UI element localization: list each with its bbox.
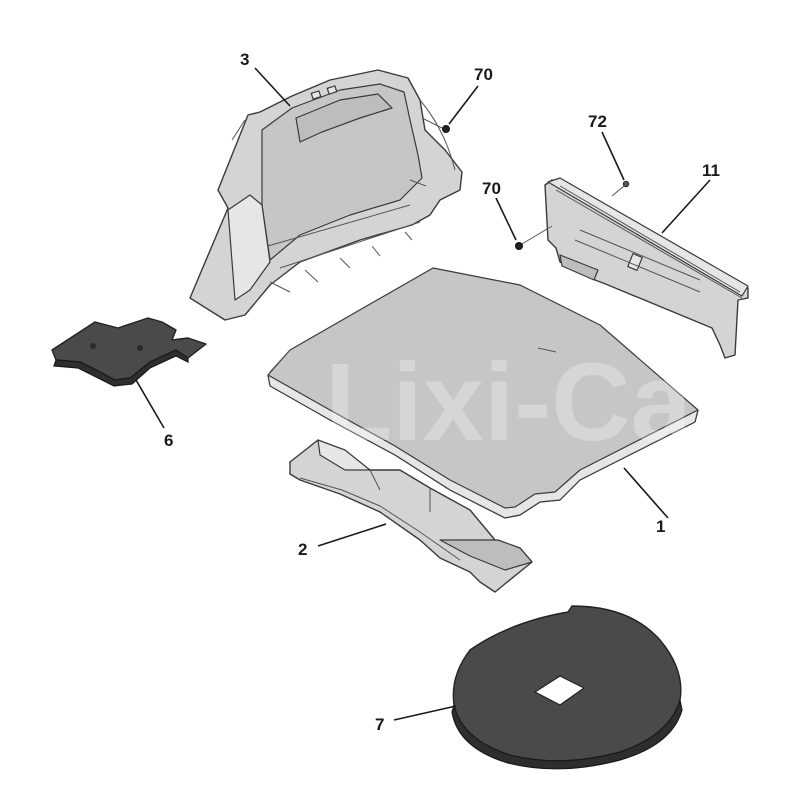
callout-70-top: 70 [474,65,493,84]
callout-2: 2 [298,540,307,559]
side-trim-panel [189,69,463,321]
clip-fastener-right [515,225,553,250]
callout-7: 7 [375,715,384,734]
callout-11: 11 [702,161,720,180]
callout-3: 3 [240,50,249,69]
foam-block [289,439,533,593]
dark-pad [51,317,207,387]
callout-6: 6 [164,431,173,450]
clip-fastener-top [421,117,450,133]
callout-72: 72 [588,112,607,131]
callout-70-right: 70 [482,179,501,198]
sill-trim [544,177,749,359]
spare-wheel-mat [451,605,683,770]
floor-panel [267,267,699,519]
screw-fastener [611,180,630,197]
leader-lines [135,67,711,721]
callout-1: 1 [656,517,665,536]
watermark-text: Lixi-Car [325,341,735,464]
